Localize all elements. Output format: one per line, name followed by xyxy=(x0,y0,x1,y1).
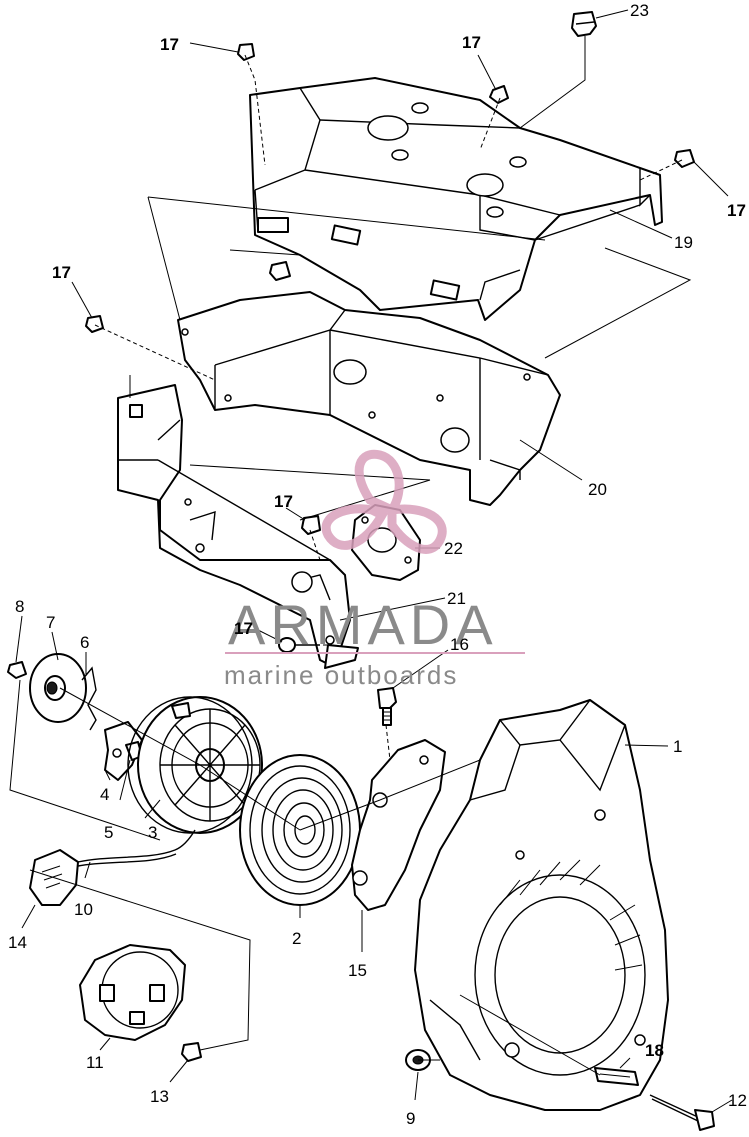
part-6-spring-clip xyxy=(81,666,97,731)
propeller-logo-icon xyxy=(321,449,447,554)
watermark-rule xyxy=(225,652,525,654)
callout-3: 3 xyxy=(148,823,157,842)
callout-17-upper-mid: 17 xyxy=(462,33,481,52)
callout-1: 1 xyxy=(673,737,682,756)
part-18-clip xyxy=(594,1067,639,1086)
callout-14: 14 xyxy=(8,933,27,952)
bolt-17-top xyxy=(237,43,255,61)
bolt-17-upper-mid xyxy=(489,85,509,104)
part-1-flywheel-housing xyxy=(414,699,669,1111)
callout-22: 22 xyxy=(444,539,463,558)
callout-11: 11 xyxy=(86,1053,104,1072)
callout-17-lower: 17 xyxy=(234,619,253,638)
callout-5: 5 xyxy=(104,823,113,842)
armada-watermark: ARMADA marine outboards xyxy=(224,449,525,690)
part-15-starter-bracket xyxy=(351,739,446,911)
part-13-screw xyxy=(181,1042,202,1062)
bolt-23 xyxy=(571,11,597,37)
callout-19: 19 xyxy=(674,233,693,252)
callout-15: 15 xyxy=(348,961,367,980)
callout-17-center: 17 xyxy=(274,492,293,511)
callout-6: 6 xyxy=(80,633,89,652)
callout-16: 16 xyxy=(450,635,469,654)
callout-12: 12 xyxy=(728,1091,747,1110)
callout-8: 8 xyxy=(15,597,24,616)
callout-7: 7 xyxy=(46,613,55,632)
callout-13: 13 xyxy=(150,1087,169,1106)
part-10-starter-rope xyxy=(77,829,196,867)
part-11-rope-guide xyxy=(79,944,186,1041)
bolt-17-center xyxy=(301,515,321,535)
part-12-bolt xyxy=(649,1094,715,1131)
bolt-17-right xyxy=(674,149,695,168)
callout-9: 9 xyxy=(406,1109,415,1128)
callout-17-left: 17 xyxy=(52,263,71,282)
callout-labels: 1 2 3 4 5 6 7 8 9 10 11 12 13 14 15 16 1… xyxy=(8,1,747,1128)
callout-4: 4 xyxy=(100,785,109,804)
part-20-lower-bracket xyxy=(117,291,561,669)
part-8-nut xyxy=(7,661,27,679)
callout-23: 23 xyxy=(630,1,649,20)
bolt-17-left xyxy=(85,315,104,333)
part-7-washer xyxy=(29,653,87,723)
callout-17-top: 17 xyxy=(160,35,179,54)
callout-21: 21 xyxy=(447,589,466,608)
part-19-upper-cover-plate xyxy=(249,77,663,321)
bolt-16 xyxy=(377,687,397,726)
callout-2: 2 xyxy=(292,929,301,948)
callout-17-right: 17 xyxy=(727,201,746,220)
callout-18: 18 xyxy=(645,1041,664,1060)
watermark-tagline: marine outboards xyxy=(224,660,458,690)
callout-10: 10 xyxy=(74,900,93,919)
callout-leaders xyxy=(15,9,733,1113)
callout-20: 20 xyxy=(588,480,607,499)
bolt-loose-upper xyxy=(269,261,291,281)
watermark-brand: ARMADA xyxy=(228,593,498,656)
